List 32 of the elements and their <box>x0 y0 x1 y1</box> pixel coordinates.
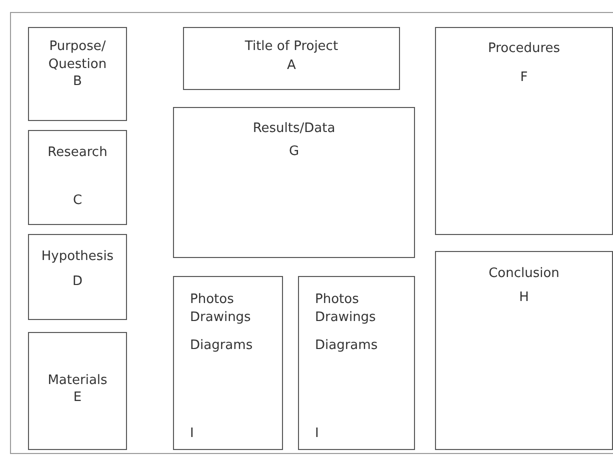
panel-box <box>28 332 127 450</box>
panel-box <box>28 27 127 121</box>
panel-box <box>298 276 415 450</box>
panel-text: Diagrams <box>315 337 378 355</box>
panel-heading: Results/Data <box>252 120 336 138</box>
panel-text: C <box>72 192 82 210</box>
panel-heading: Research <box>48 144 108 162</box>
panel-box <box>173 107 415 258</box>
panel-heading: Photos Drawings <box>315 291 377 327</box>
panel-text: B <box>73 73 82 91</box>
panel-box <box>435 251 613 450</box>
panel-text: A <box>287 57 296 75</box>
panel-text: F <box>520 69 528 87</box>
panel-heading: Materials <box>48 372 108 390</box>
panel-box <box>28 130 127 225</box>
panel-box <box>173 276 283 450</box>
panel-heading: Procedures <box>488 40 560 58</box>
panel-heading: Conclusion <box>488 265 560 283</box>
panel-box <box>183 27 400 90</box>
panel-box <box>435 27 613 235</box>
panel-text: Diagrams <box>190 337 253 355</box>
panel-heading: Photos Drawings <box>190 291 252 327</box>
panel-text: I <box>315 425 319 443</box>
panel-text: G <box>288 143 300 161</box>
panel-text: D <box>72 273 82 291</box>
panel-heading: Hypothesis <box>41 248 114 266</box>
panel-box <box>28 234 127 320</box>
panel-text: H <box>519 289 529 307</box>
panel-heading: Title of Project <box>244 38 338 56</box>
panel-text: I <box>190 425 194 443</box>
panel-heading: Purpose/ Question <box>47 38 108 74</box>
panel-text: E <box>73 389 82 407</box>
